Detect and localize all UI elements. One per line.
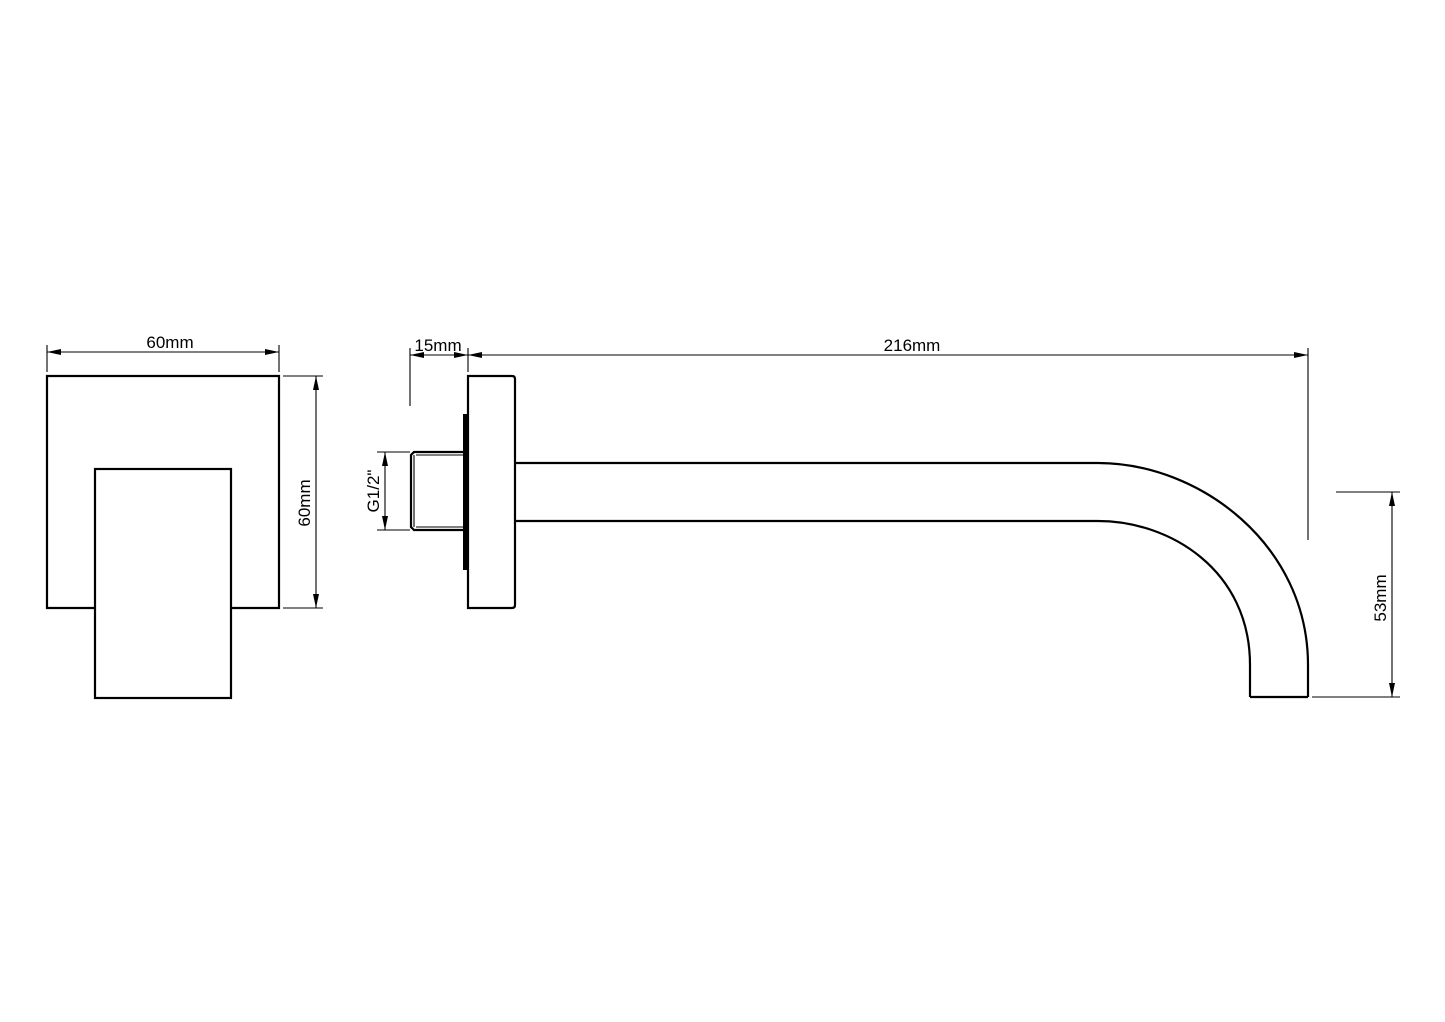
side-view: 15mm 216mm G1/2" 53mm	[364, 336, 1400, 699]
side-gasket	[463, 414, 468, 570]
length-dimension: 216mm	[468, 336, 1309, 540]
front-height-label: 60mm	[295, 479, 314, 526]
front-view: 60mm 60mm	[45, 333, 323, 700]
front-height-dimension: 60mm	[283, 375, 323, 609]
thread-size-dimension: G1/2"	[364, 451, 410, 531]
thread-size-label: G1/2"	[364, 470, 383, 513]
front-backplate-outline	[45, 374, 281, 610]
front-handle-block	[93, 467, 233, 700]
spout-pipe-outer	[515, 461, 1310, 697]
backplate-depth-label: 15mm	[414, 336, 461, 355]
side-backplate-outline	[466, 374, 517, 610]
front-width-label: 60mm	[146, 333, 193, 352]
thread-connector	[409, 450, 463, 532]
drop-label: 53mm	[1371, 574, 1390, 621]
backplate-depth-dimension: 15mm	[409, 336, 469, 406]
front-width-dimension: 60mm	[46, 333, 280, 372]
drop-dimension: 53mm	[1312, 491, 1400, 698]
spout-pipe-inner	[515, 519, 1252, 697]
length-label: 216mm	[884, 336, 941, 355]
